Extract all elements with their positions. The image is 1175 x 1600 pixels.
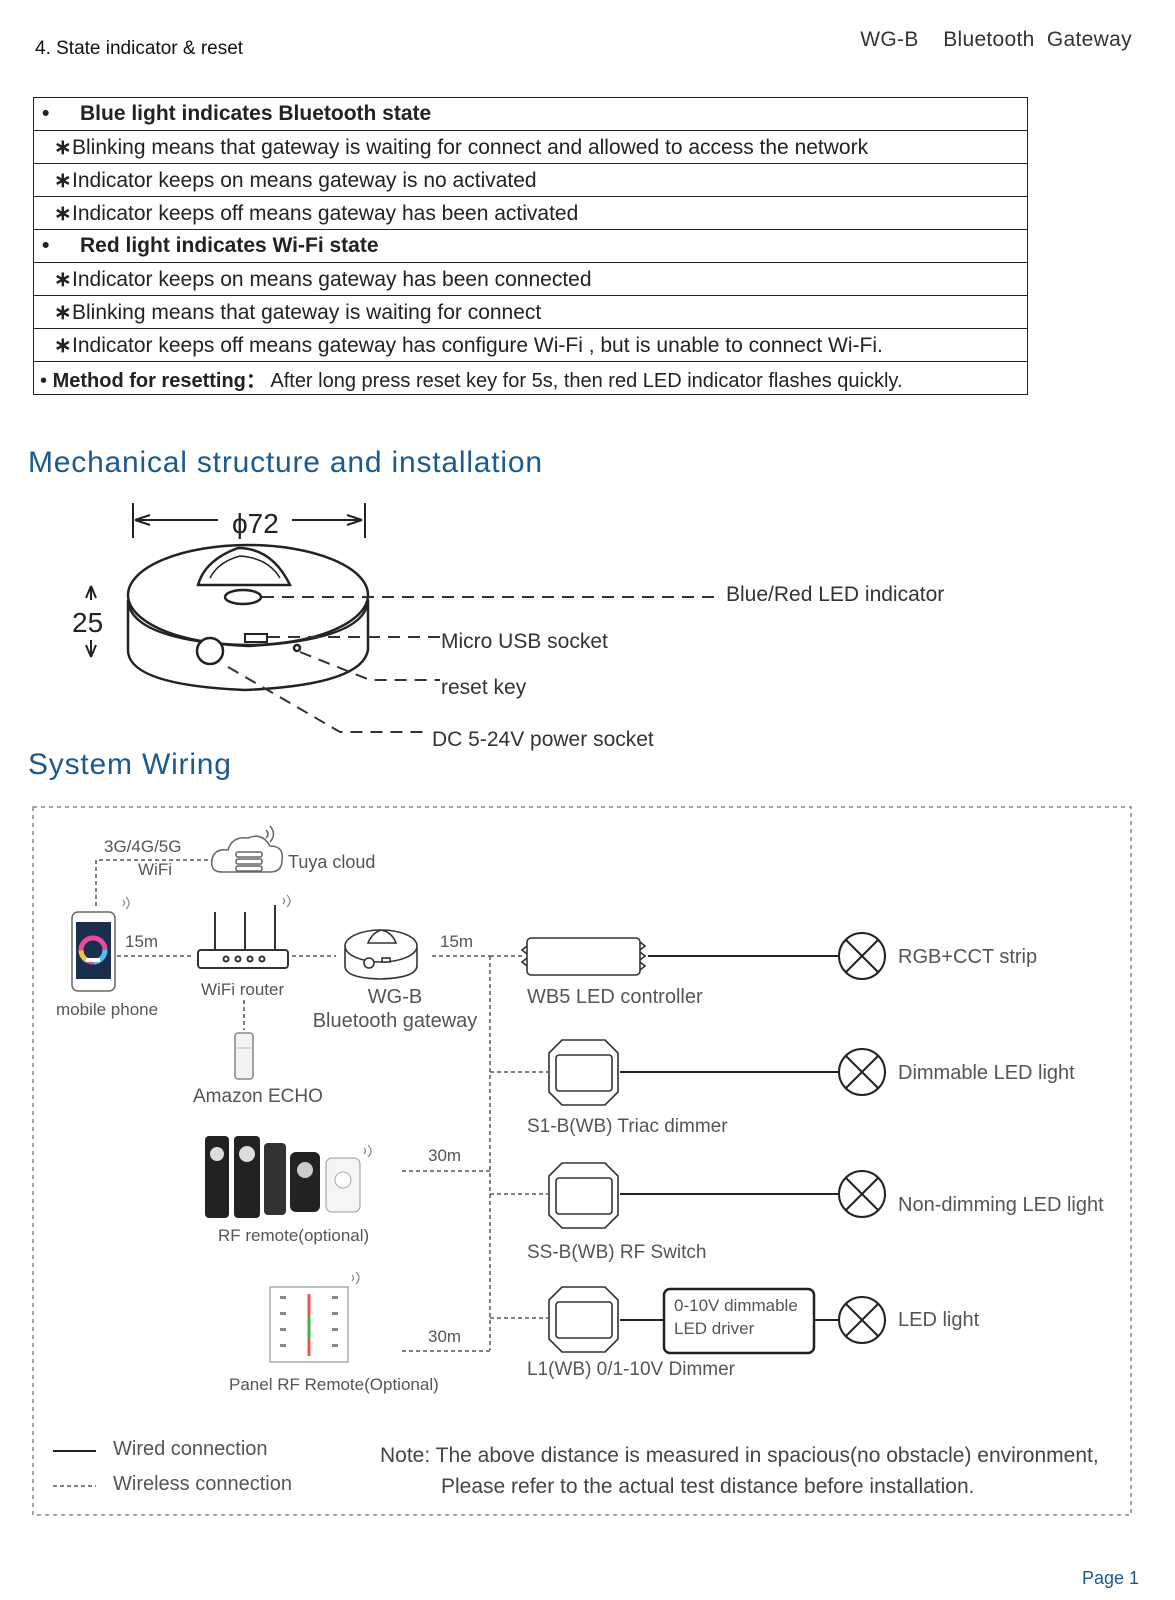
document-header: WG-B Bluetooth Gateway [848,4,1132,52]
gateway-drawing [126,543,370,692]
wiring-frame [32,806,1132,1516]
controller-label: SS-B(WB) RF Switch [527,1242,707,1263]
gateway-small-icon [344,929,418,980]
state-table: •Blue light indicates Bluetooth state ∗B… [33,97,1028,395]
load-label: Dimmable LED light [898,1062,1075,1084]
table-row: • Method for resetting： After long press… [33,361,1028,395]
wb5-controller-icon [520,937,647,976]
legend-wireless-label: Wireless connection [113,1473,292,1495]
row-text: Indicator keeps off means gateway has co… [72,333,883,357]
ssb-switch-icon [548,1162,619,1229]
row-heading: Red light indicates Wi-Fi state [80,234,379,257]
echo-label: Amazon ECHO [193,1086,323,1107]
diameter-label: ϕ72 [232,508,279,539]
row-text: Indicator keeps off means gateway has be… [72,201,579,225]
phone-icon [71,896,130,992]
rf-remote-icons [205,1136,372,1218]
cloud-label: Tuya cloud [288,852,376,872]
l1-dimmer-icon [548,1286,619,1353]
router-icon [197,894,291,969]
power-socket-label: DC 5-24V power socket [432,728,654,751]
height-label: 25 [72,607,104,638]
router-label: WiFi router [201,980,285,999]
note-line: Please refer to the actual test distance… [441,1475,975,1498]
controller-label: L1(WB) 0/1-10V Dimmer [527,1359,735,1380]
led-indicator-label: Blue/Red LED indicator [726,583,945,606]
note-line: Note: The above distance is measured in … [380,1444,1099,1467]
reset-key-label: reset key [441,676,527,699]
load-label: Non-dimming LED light [898,1194,1104,1216]
row-text: Indicator keeps on means gateway has bee… [72,267,592,291]
table-row: •Red light indicates Wi-Fi state [33,229,1028,263]
distance-label: 30m [428,1327,462,1346]
cloud-icon [210,825,283,873]
controller-label: WB5 LED controller [527,986,703,1008]
s1b-dimmer-icon [548,1039,619,1106]
gateway-desc: Bluetooth gateway [312,1010,478,1032]
header-subtitle: Bluetooth Gateway [943,28,1132,51]
wiring-note: Note: The above distance is measured in … [380,1440,1099,1502]
reset-label: Method for resetting： [52,369,266,392]
header-product: WG-B [860,28,919,51]
callout-lines [227,596,720,733]
distance-label: 15m [440,932,474,951]
driver-label: 0-10V dimmable [674,1296,798,1315]
mechanical-title: Mechanical structure and installation [28,446,543,479]
phone-label: mobile phone [56,1000,159,1019]
row-heading: Blue light indicates Bluetooth state [80,102,432,125]
echo-icon [234,1032,254,1080]
gateway-name: WG-B [367,986,423,1008]
load-label: LED light [898,1309,980,1331]
table-row: ∗Indicator keeps off means gateway has c… [33,328,1028,362]
distance-label: 30m [428,1146,462,1165]
network-label: 3G/4G/5G [104,837,182,856]
row-text: Indicator keeps on means gateway is no a… [72,168,537,192]
load-label: RGB+CCT strip [898,946,1038,968]
controller-label: S1-B(WB) Triac dimmer [527,1116,728,1137]
row-text: Blinking means that gateway is waiting f… [72,300,542,324]
table-row: ∗Blinking means that gateway is waiting … [33,295,1028,329]
reset-text: After long press reset key for 5s, then … [270,369,903,392]
table-row: ∗Indicator keeps off means gateway has b… [33,196,1028,230]
diameter-dimension [132,503,366,538]
lamp-icon [838,932,886,1344]
distance-label: 15m [125,932,159,951]
wireless-link [95,859,212,906]
usb-socket-label: Micro USB socket [441,630,608,653]
section-title: 4. State indicator & reset [35,38,244,59]
row-text: Blinking means that gateway is waiting f… [72,135,869,159]
table-row: ∗Indicator keeps on means gateway has be… [33,262,1028,296]
wiring-title: System Wiring [28,748,232,781]
wifi-label: WiFi [138,860,172,879]
legend-wired-label: Wired connection [113,1438,268,1460]
height-dimension [85,585,97,658]
panel-remote-label: Panel RF Remote(Optional) [229,1375,439,1394]
driver-label: LED driver [674,1319,755,1338]
page-number: Page 1 [1082,1568,1140,1588]
table-row: •Blue light indicates Bluetooth state [33,97,1028,131]
rf-remote-label: RF remote(optional) [218,1226,370,1245]
wired-links [620,955,838,1321]
panel-remote-icon [269,1271,360,1363]
